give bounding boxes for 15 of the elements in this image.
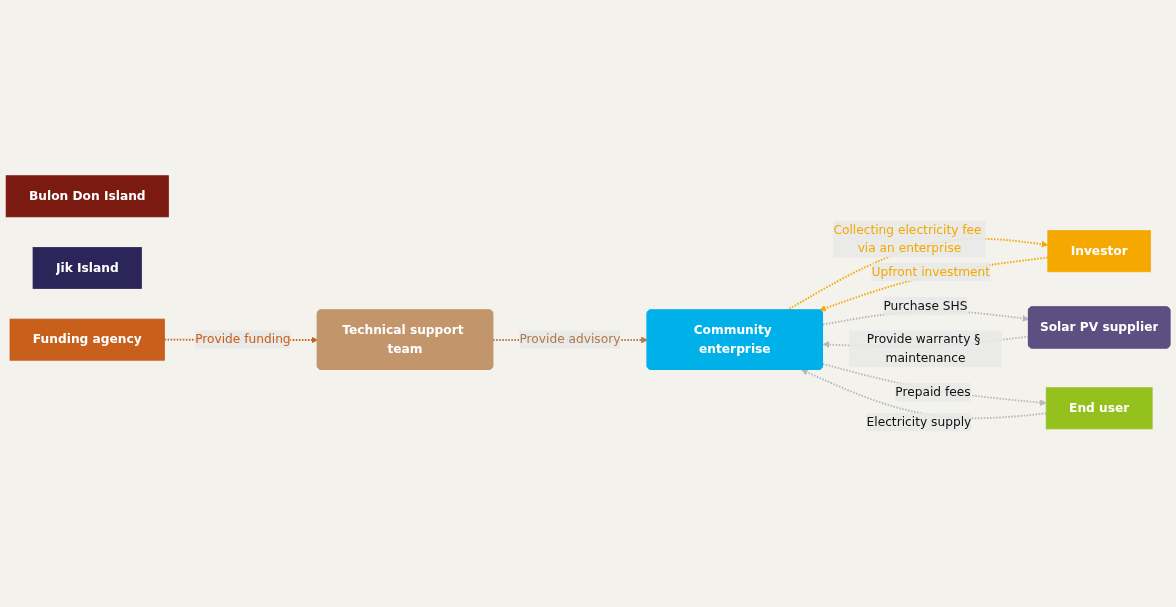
node-box: End user (1045, 387, 1153, 430)
edge-label: Provide funding (195, 332, 291, 347)
edge-label: Electricity supply (866, 414, 972, 430)
node-box: Investor (1047, 230, 1151, 273)
edge-label: Upfront investment (871, 264, 991, 279)
edge-label: Collecting electricity fee via an enterprise (833, 222, 982, 256)
edge-label: Prepaid fees (895, 384, 971, 400)
edge-label: Purchase SHS (883, 298, 968, 313)
edge-label: Provide advisory (519, 332, 621, 347)
node-box: Bulon Don Island (5, 175, 169, 218)
arrow (821, 362, 1047, 406)
node-box: Funding agency (9, 318, 165, 361)
arrow (801, 369, 1048, 420)
edge-label: Provide warranty § maintenance (866, 332, 981, 365)
node-box: Jik Island (32, 247, 142, 289)
